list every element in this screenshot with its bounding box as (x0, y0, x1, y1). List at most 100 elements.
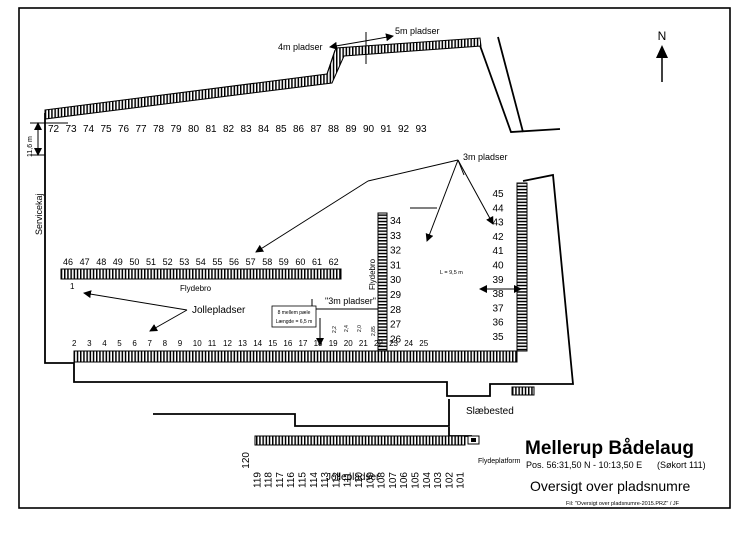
berth-number: 76 (118, 124, 130, 135)
berth-number: 49 (113, 257, 123, 267)
dinghy-pier (254, 435, 466, 446)
dimension-arrow (30, 122, 68, 156)
berth-number: 30 (390, 275, 402, 286)
label-flydebro-v: Flydebro (368, 258, 377, 290)
berth-number: 15 (268, 339, 277, 348)
berth-number: 81 (206, 124, 218, 135)
berth-number: 73 (66, 124, 78, 135)
harbor-title: Mellerup Bådelaug (525, 438, 694, 459)
label-jolle-top: Jollepladser (192, 305, 246, 316)
harbor-position: Pos. 56:31,50 N - 10:13,50 E (526, 460, 642, 470)
berth-number: 113 (320, 472, 331, 488)
berth-number: 120 (241, 452, 252, 469)
berth-number: 117 (275, 472, 286, 488)
jolle-arrows (83, 290, 188, 332)
berth-number: 102 (444, 472, 455, 489)
berth-number: 93 (416, 124, 428, 135)
right-jetty (516, 182, 528, 352)
berth-number: 55 (212, 257, 222, 267)
berth-number: 5 (117, 339, 122, 348)
berth-number: 37 (492, 303, 504, 314)
berth-number: 75 (101, 124, 113, 135)
berth-number: 116 (286, 472, 297, 488)
berth-number: 12 (223, 339, 232, 348)
berth-number: 41 (492, 246, 504, 257)
berth-number: 34 (390, 216, 402, 227)
label-flydeplatform: Flydeplatform (478, 458, 521, 465)
berth-number: 90 (363, 124, 375, 135)
berth-number: 6 (132, 339, 137, 348)
berth-number: 82 (223, 124, 235, 135)
file-note: Fil: "Oversigt over pladsnumre-2015.PRZ"… (566, 501, 680, 507)
berth-number: 114 (309, 472, 320, 488)
berth-number: 8 (163, 339, 168, 348)
berth-number: 110 (354, 472, 365, 488)
berth-number: 20 (344, 339, 353, 348)
width-25: 2,85 (371, 326, 377, 336)
berth-number: 32 (390, 246, 402, 257)
berth-number: 24 (404, 339, 413, 348)
berth-number: 92 (398, 124, 410, 135)
width-23: 2,4 (344, 325, 350, 332)
berth-number: 51 (146, 257, 156, 267)
berth-number: 87 (311, 124, 323, 135)
quay-outline (44, 36, 574, 437)
berth-number: 14 (253, 339, 262, 348)
width-22: 2,2 (332, 326, 338, 333)
berth-number: 9 (178, 339, 183, 348)
berth-number: 78 (153, 124, 165, 135)
berth-number: 108 (377, 472, 388, 489)
berth-number: 16 (283, 339, 292, 348)
berth-number: 18 (314, 339, 323, 348)
width-24: 2,0 (357, 325, 363, 332)
label-4m: 4m pladser (278, 42, 323, 52)
berth-number: 53 (179, 257, 189, 267)
berth-number: 58 (262, 257, 272, 267)
berth-number: 21 (359, 339, 368, 348)
berth-number: 61 (312, 257, 322, 267)
berth-number: 91 (381, 124, 393, 135)
berth-number: 26 (390, 334, 402, 345)
berth-number: 44 (492, 203, 504, 214)
bottom-quay (73, 350, 518, 363)
berth-number: 56 (229, 257, 239, 267)
berth-number: 46 (63, 257, 73, 267)
berth-number: 7 (148, 339, 153, 348)
berth-number: 74 (83, 124, 95, 135)
berth-number: 107 (388, 472, 399, 489)
berth-number: 89 (346, 124, 358, 135)
flydebro-vertical (377, 212, 388, 352)
label-5m: 5m pladser (395, 26, 440, 36)
three-m-arrows (255, 159, 494, 253)
berth-number: 25 (419, 339, 428, 348)
berth-number: 36 (492, 318, 504, 329)
berth-number: 31 (390, 260, 402, 271)
label-servicekaj: Servicekaj (34, 193, 44, 235)
berth-number: 35 (492, 332, 504, 343)
berth-number: 80 (188, 124, 200, 135)
berth-number: 112 (331, 472, 342, 488)
berth-number: 85 (276, 124, 288, 135)
label-slaebested: Slæbested (466, 406, 514, 417)
berth-number: 72 (48, 124, 60, 135)
berth-number: 28 (390, 305, 402, 316)
berth-number: 22 (374, 339, 383, 348)
berth-number: 79 (171, 124, 183, 135)
floating-platform (467, 435, 480, 445)
berth-number: 119 (252, 472, 263, 488)
berth-number: 101 (456, 472, 467, 489)
berth-number: 77 (136, 124, 148, 135)
berth-number: 103 (433, 472, 444, 489)
berth-number: 3 (87, 339, 92, 348)
berth-number: 10 (193, 339, 202, 348)
berth-number: 62 (329, 257, 339, 267)
label-length: L = 9,5 m (440, 270, 463, 276)
berth-number: 106 (399, 472, 410, 489)
berth-number: 84 (258, 124, 270, 135)
